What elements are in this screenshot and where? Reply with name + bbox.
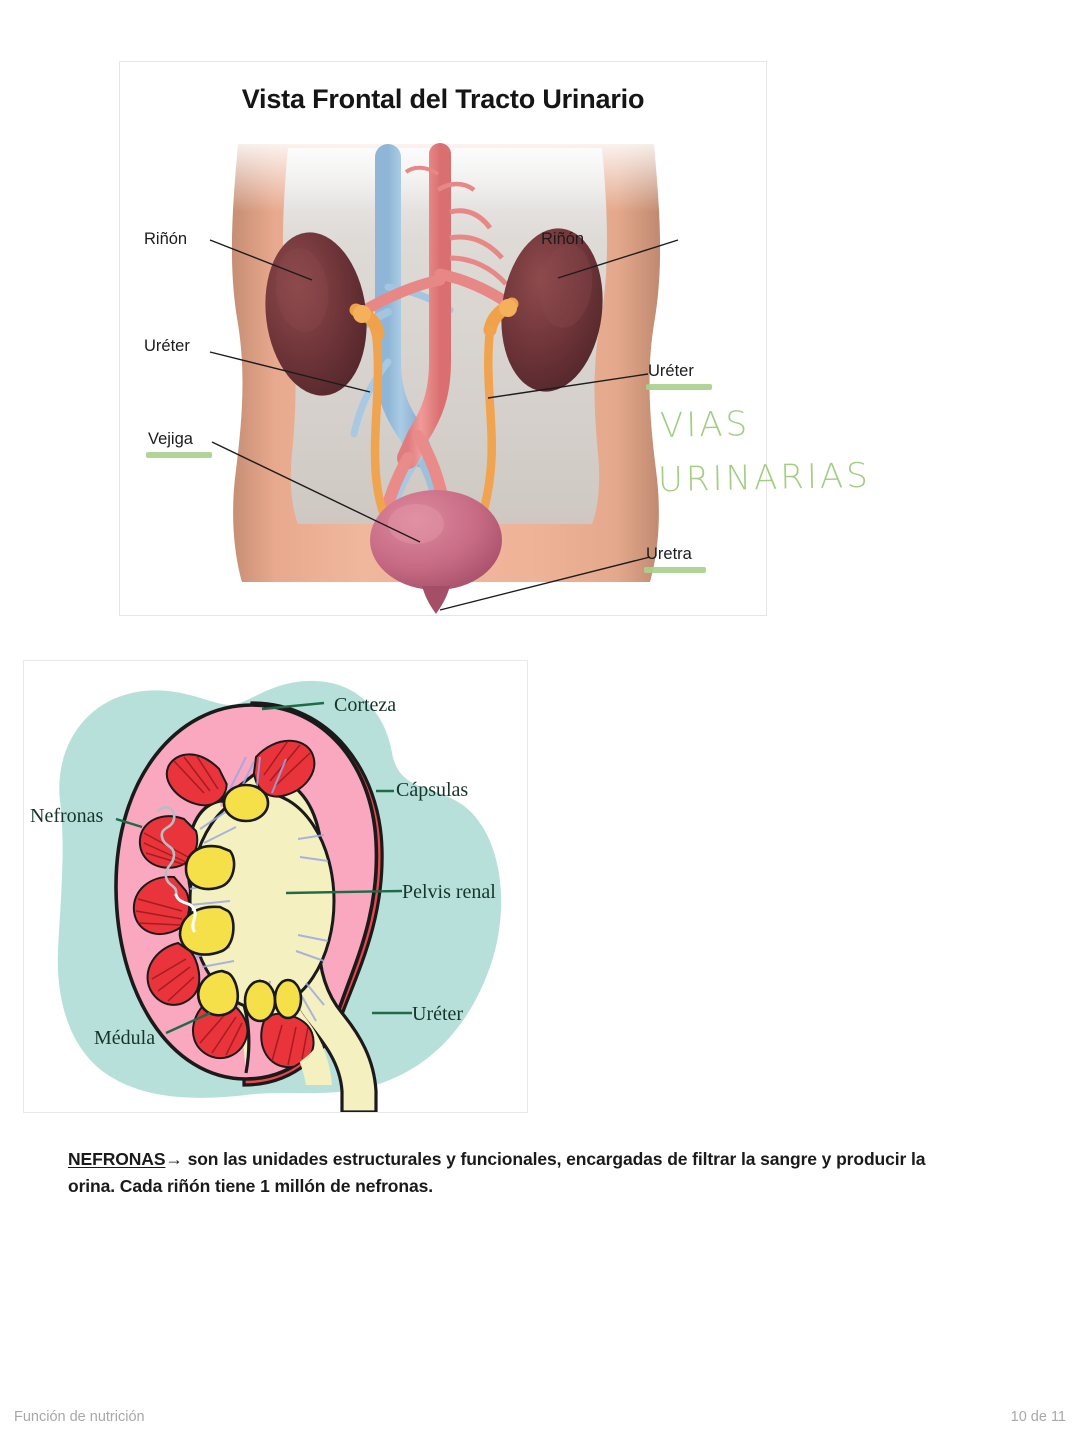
figure-urinary-tract: Vista Frontal del Tracto Urinario [119,61,767,616]
label-nephrons: Nefronas [30,805,104,827]
label-renal-pelvis: Pelvis renal [402,881,496,903]
footer-page-number: 10 de 11 [1010,1409,1066,1425]
label-ureter-kidney: Uréter [412,1003,464,1025]
highlight-urethra [644,567,706,573]
body-text: son las unidades estructurales y funcion… [68,1149,926,1197]
leader-lines [209,239,679,611]
kidney-left-organ [265,232,367,396]
label-cortex: Corteza [334,694,397,716]
label-kidney-left: Riñón [144,230,188,248]
label-kidney-right: Riñón [541,230,585,248]
renal-calyces [178,783,303,1023]
nephron-squiggle [156,806,197,933]
kidney-cross-section-illustration [57,680,502,1112]
term-nefronas: NEFRONAS [68,1149,166,1169]
footer-chapter-title: Función de nutrición [14,1409,145,1425]
body-paragraph: NEFRONAS→ son las unidades estructurales… [68,1146,958,1200]
figure-urinary-tract-frame: Vista Frontal del Tracto Urinario [120,62,766,615]
figure-urinary-tract-title: Vista Frontal del Tracto Urinario [241,84,645,114]
urinary-tract-illustration [209,132,679,614]
label-medulla: Médula [94,1027,156,1049]
label-urethra: Uretra [646,545,692,563]
figure2-leader-lines [115,701,412,1035]
arrow-glyph: → [165,1149,183,1169]
highlight-bladder [146,452,212,458]
label-ureter-right: Uréter [648,362,694,380]
kidney-right-organ [501,228,603,392]
figure-kidney-cross-section: Corteza Cápsulas Nefronas Pelvis renal U… [23,660,528,1113]
highlight-ureter-right [646,384,712,390]
label-capsules: Cápsulas [396,779,469,801]
handwritten-annotation-line1: VIAS [659,404,751,446]
page-footer: Función de nutrición 10 de 11 [0,1405,1080,1429]
label-ureter-left: Uréter [144,337,190,355]
label-bladder: Vejiga [148,430,193,448]
bladder-organ [370,490,502,614]
handwritten-annotation-line2: URINARIAS [657,455,872,501]
